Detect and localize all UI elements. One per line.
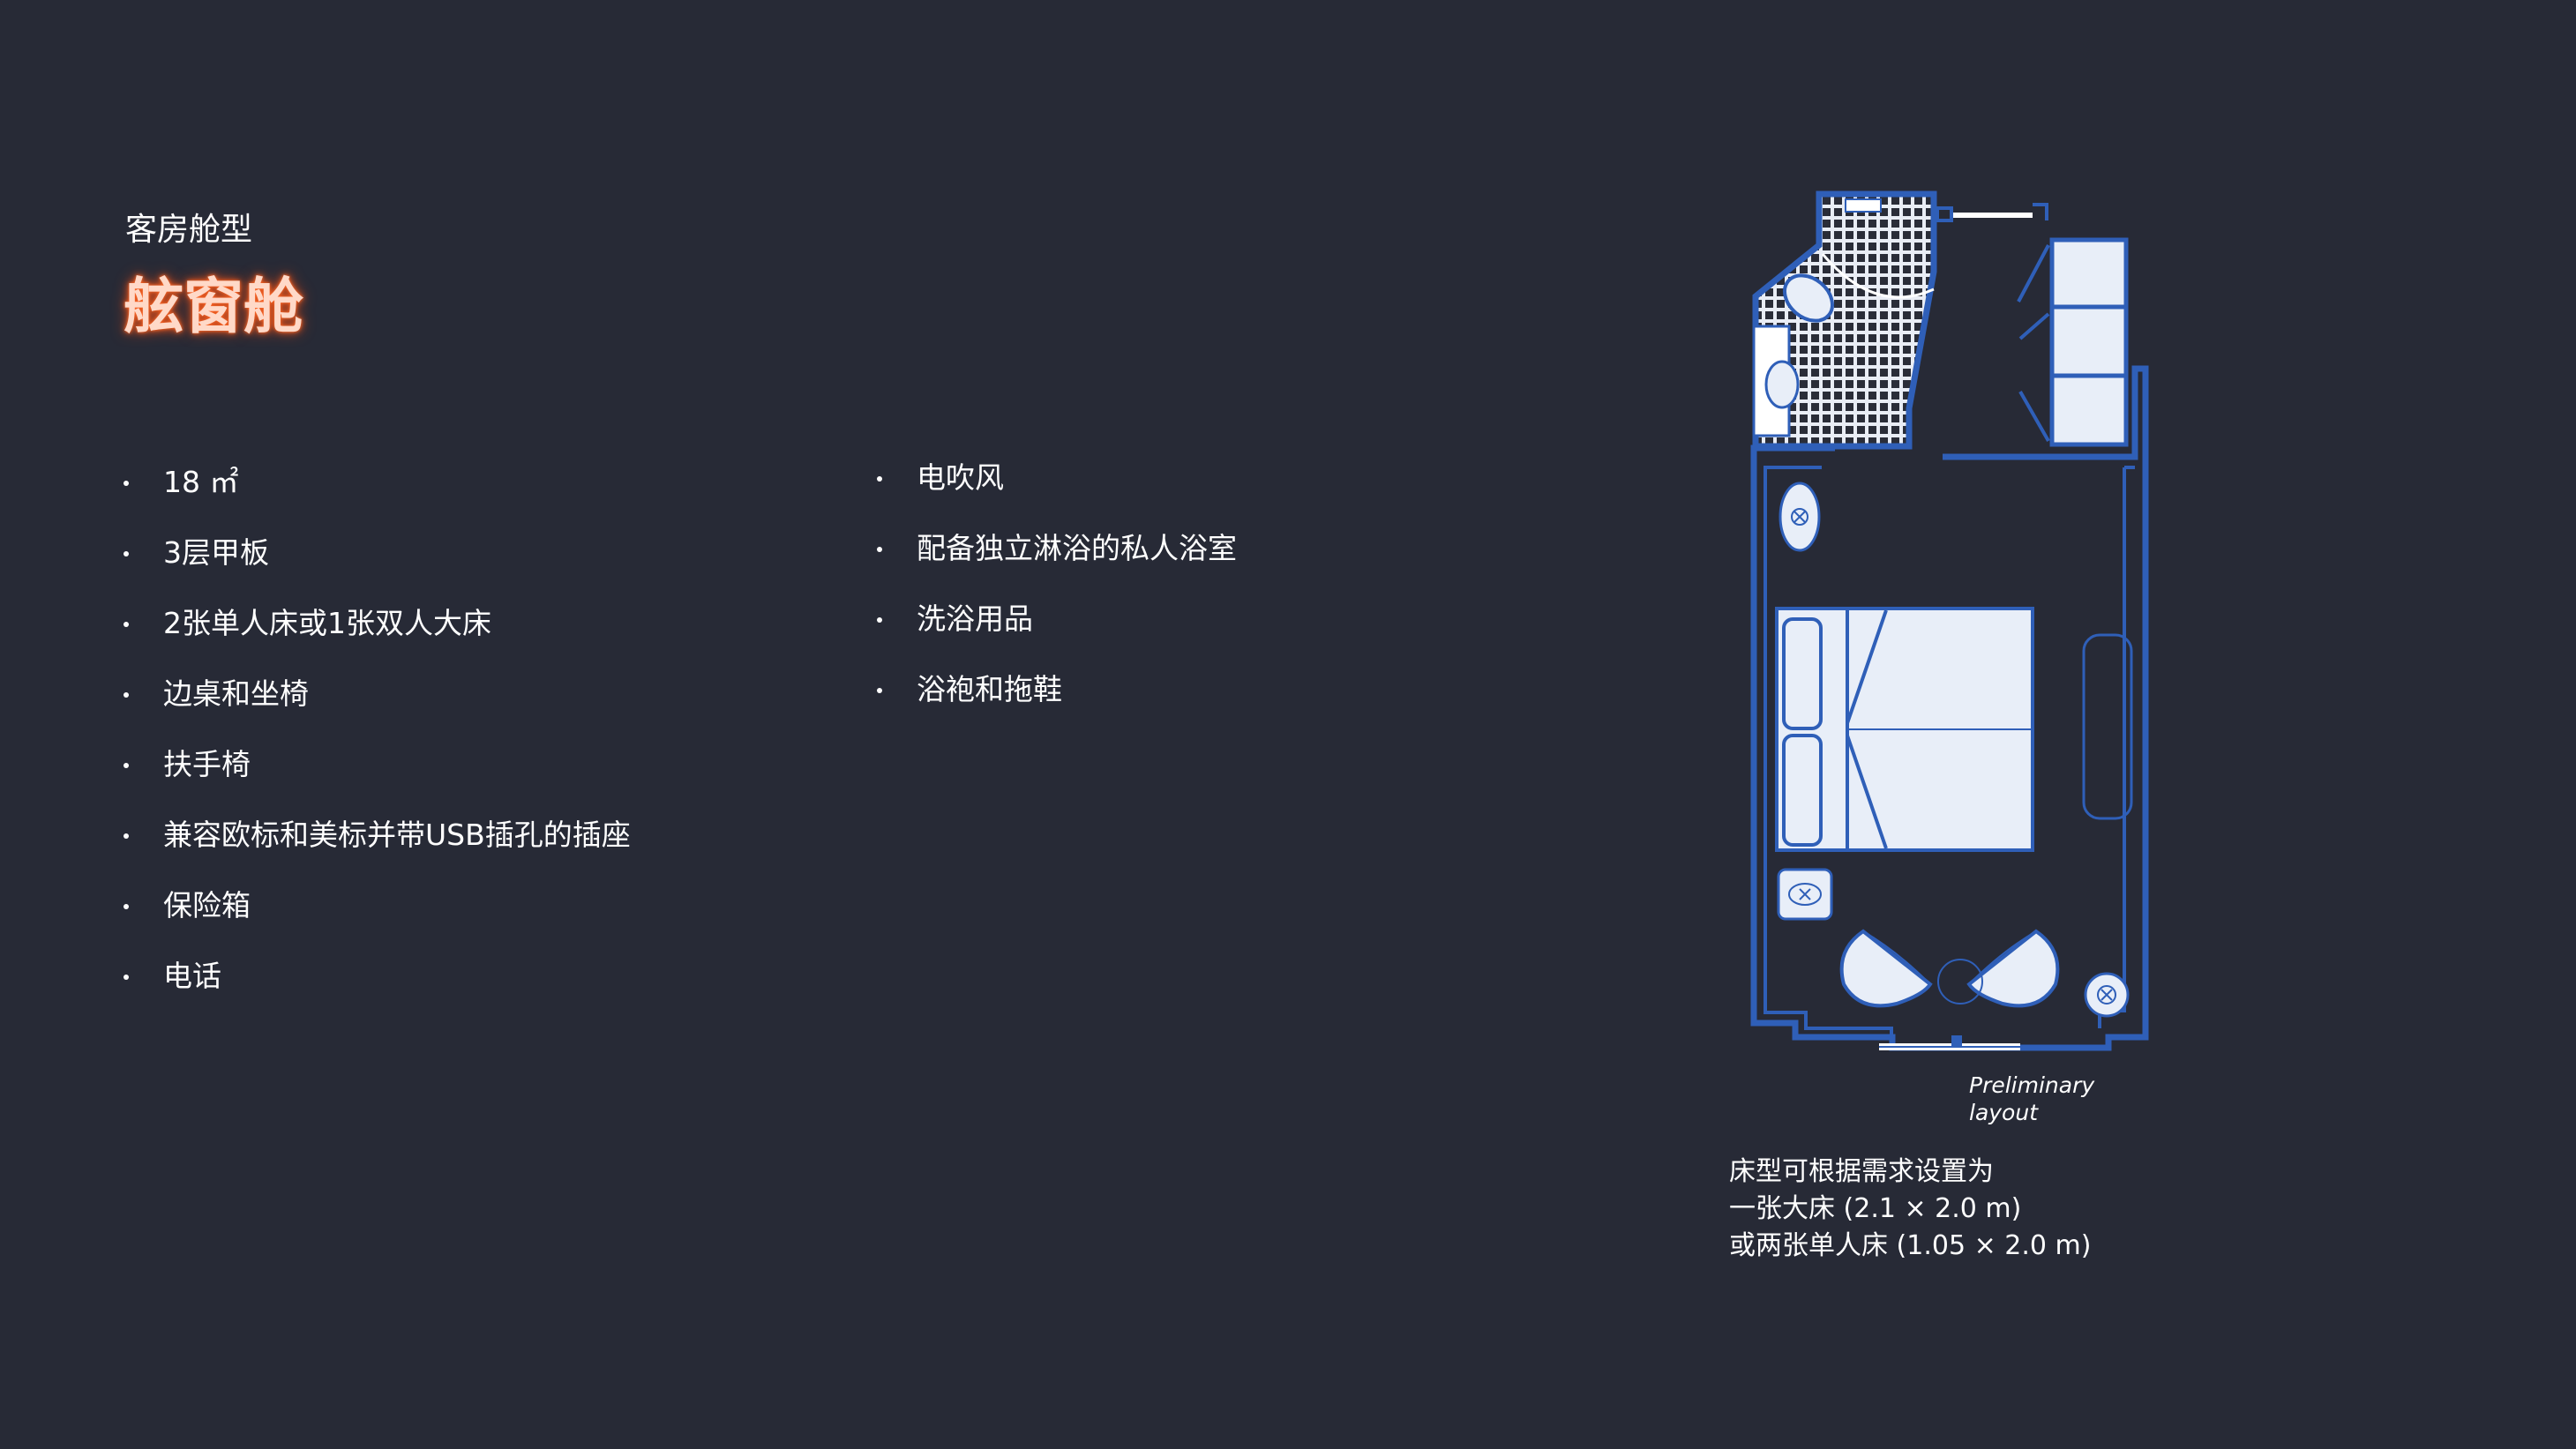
bed-note-line: 床型可根据需求设置为	[1729, 1156, 1994, 1187]
page-subtitle: 客房舱型	[125, 212, 253, 248]
floorplan-caption-line: Preliminary	[1969, 1072, 2095, 1098]
pillow	[1782, 617, 1823, 730]
armchair	[1966, 929, 2060, 1008]
bed-note-line: 或两张单人床 (1.05 × 2.0 m)	[1729, 1230, 2092, 1261]
feature-item: 洗浴用品	[877, 600, 1237, 670]
inner-wall	[1764, 466, 1893, 1037]
pillow	[1782, 734, 1823, 847]
feature-item: 电话	[124, 957, 631, 1027]
side-table	[1937, 959, 1983, 1005]
toilet	[1783, 273, 1834, 323]
bed-note-line: 一张大床 (2.1 × 2.0 m)	[1729, 1193, 2022, 1224]
feature-item: 保险箱	[124, 886, 631, 957]
bathroom-floor	[1752, 190, 1937, 450]
feature-item: 兼容欧标和美标并带USB插孔的插座	[124, 816, 631, 886]
feature-item: 3层甲板	[124, 534, 631, 604]
feature-item: 浴袍和拖鞋	[877, 670, 1237, 741]
inner-wall-right	[2098, 466, 2135, 1028]
bed-configuration-note: 床型可根据需求设置为 一张大床 (2.1 × 2.0 m) 或两张单人床 (1.…	[1729, 1154, 2091, 1265]
armchair	[1839, 929, 1933, 1008]
feature-item: 18 ㎡	[124, 463, 631, 534]
floorplan-caption: Preliminary layout	[1969, 1072, 2094, 1126]
page-title: 舷窗舱	[124, 273, 304, 342]
feature-item: 2张单人床或1张双人大床	[124, 604, 631, 675]
sink	[1764, 360, 1800, 409]
feature-list-right: 电吹风 配备独立淋浴的私人浴室 洗浴用品 浴袍和拖鞋	[877, 459, 1237, 741]
feature-item: 扶手椅	[124, 745, 631, 816]
feature-item: 配备独立淋浴的私人浴室	[877, 529, 1237, 600]
feature-list-left: 18 ㎡ 3层甲板 2张单人床或1张双人大床 边桌和坐椅 扶手椅 兼容欧标和美标…	[124, 463, 631, 1027]
wardrobe	[2049, 237, 2129, 447]
feature-item: 电吹风	[877, 459, 1237, 529]
desk	[2082, 633, 2133, 820]
floorplan-caption-line: layout	[1969, 1100, 2039, 1125]
cabin-floorplan-image	[1750, 190, 2149, 1051]
feature-item: 边桌和坐椅	[124, 675, 631, 745]
